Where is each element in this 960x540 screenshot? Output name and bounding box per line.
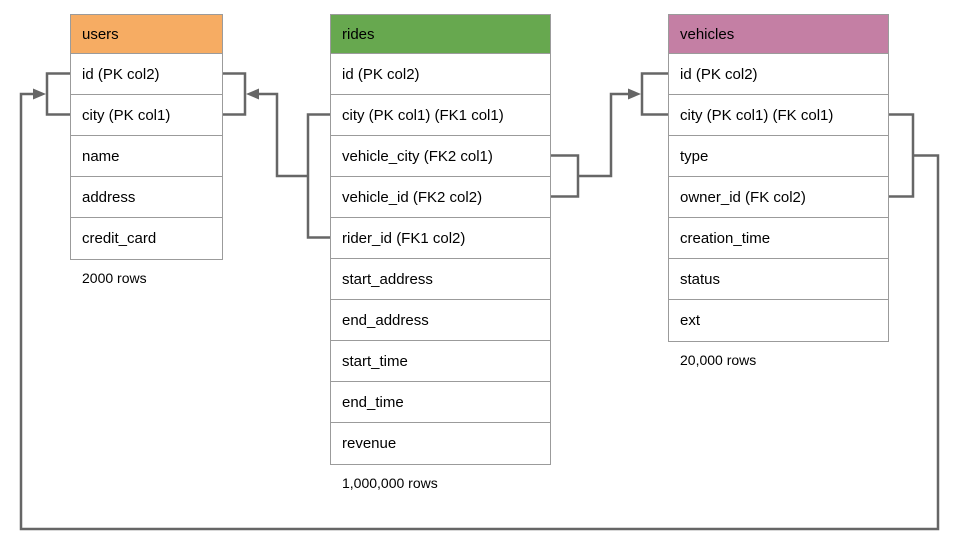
vehicles-left-bracket: [640, 72, 668, 116]
vehicles-to-users-loop-line: [19, 92, 940, 531]
table-row: address: [71, 177, 222, 218]
rides-right-bracket: [550, 154, 580, 198]
users-left-bracket: [45, 72, 70, 116]
table-row: city (PK col1): [71, 95, 222, 136]
table-row: name: [71, 136, 222, 177]
table-row: revenue: [331, 423, 550, 464]
table-row: city (PK col1) (FK1 col1): [331, 95, 550, 136]
table-row: owner_id (FK col2): [669, 177, 888, 218]
table-row: credit_card: [71, 218, 222, 259]
table-row: status: [669, 259, 888, 300]
table-row: ext: [669, 300, 888, 341]
table-vehicles: vehicles id (PK col2)city (PK col1) (FK …: [668, 14, 889, 368]
table-rides-header: rides: [331, 15, 550, 54]
rides-to-vehicles-line: [578, 92, 629, 178]
table-row: id (PK col2): [71, 54, 222, 95]
table-row: end_time: [331, 382, 550, 423]
table-rides-rowcount: 1,000,000 rows: [342, 475, 438, 491]
table-row: vehicle_id (FK2 col2): [331, 177, 550, 218]
table-row: start_time: [331, 341, 550, 382]
table-vehicles-rowcount: 20,000 rows: [680, 352, 757, 368]
fk-vehicles-to-users-connector: [19, 72, 940, 531]
rides-to-users-line: [258, 92, 308, 178]
table-row: creation_time: [669, 218, 888, 259]
arrowhead-into-users-left: [33, 88, 46, 100]
table-rides-box: rides id (PK col2)city (PK col1) (FK1 co…: [330, 14, 551, 465]
table-vehicles-box: vehicles id (PK col2)city (PK col1) (FK …: [668, 14, 889, 342]
table-row: city (PK col1) (FK col1): [669, 95, 888, 136]
table-row: type: [669, 136, 888, 177]
arrowhead-into-users-right: [246, 88, 259, 100]
table-vehicles-rows: id (PK col2)city (PK col1) (FK col1)type…: [669, 54, 888, 341]
rides-left-bracket: [306, 113, 330, 239]
table-row: vehicle_city (FK2 col1): [331, 136, 550, 177]
table-vehicles-header: vehicles: [669, 15, 888, 54]
fk-rides-to-vehicles-connector: [550, 72, 668, 198]
table-row: end_address: [331, 300, 550, 341]
table-row: id (PK col2): [669, 54, 888, 95]
users-right-bracket: [222, 72, 247, 116]
table-users-header: users: [71, 15, 222, 54]
table-users-rowcount: 2000 rows: [82, 270, 147, 286]
vehicles-right-bracket: [888, 113, 915, 198]
table-row: start_address: [331, 259, 550, 300]
fk-rides-to-users-connector: [222, 72, 330, 239]
arrowhead-into-vehicles-left: [628, 88, 641, 100]
table-rides: rides id (PK col2)city (PK col1) (FK1 co…: [330, 14, 551, 491]
table-row: rider_id (FK1 col2): [331, 218, 550, 259]
table-rides-rows: id (PK col2)city (PK col1) (FK1 col1)veh…: [331, 54, 550, 464]
table-row: id (PK col2): [331, 54, 550, 95]
